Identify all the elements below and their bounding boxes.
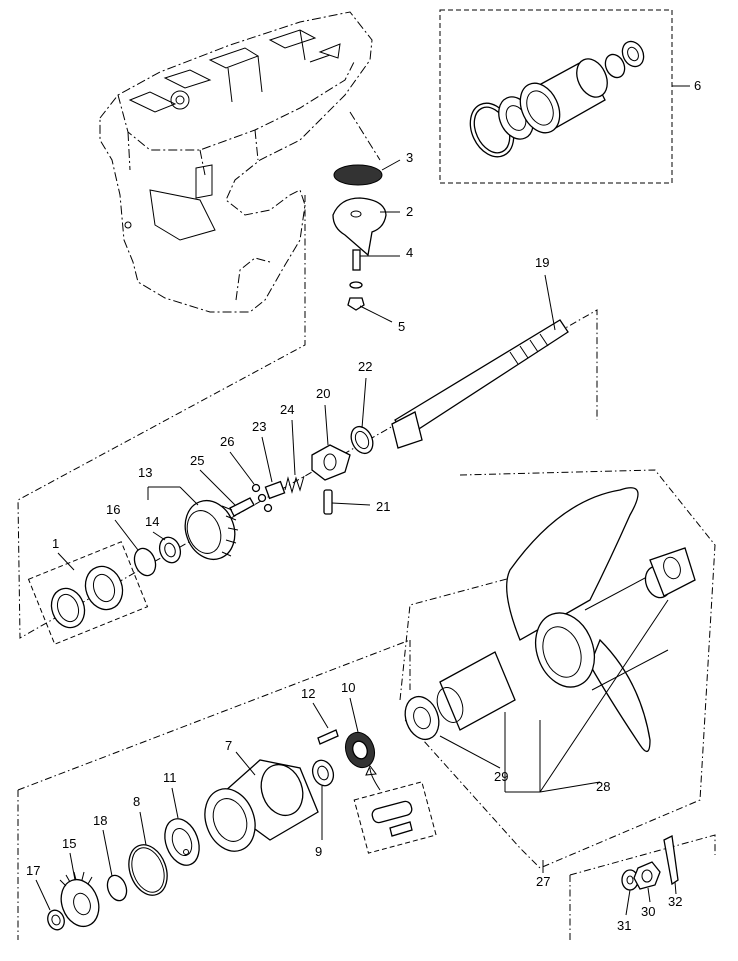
shaft-group-frame xyxy=(17,195,598,639)
part-hub-spline xyxy=(644,547,696,599)
part-1-tapered-bearing xyxy=(27,541,149,645)
part-22-bushing xyxy=(350,377,374,455)
callout-32: 32 xyxy=(668,894,682,909)
part-24-spring xyxy=(284,419,305,494)
part-7-bearing-carrier xyxy=(204,751,319,852)
callout-4: 4 xyxy=(406,245,413,260)
callout-27: 27 xyxy=(536,874,550,889)
part-31-washer xyxy=(621,869,639,916)
part-32-cotter-pin xyxy=(663,835,679,895)
callout-8: 8 xyxy=(133,794,140,809)
part-19-propeller-shaft xyxy=(391,274,569,449)
install-detail-box xyxy=(353,765,437,854)
callout-24: 24 xyxy=(280,402,294,417)
callout-26: 26 xyxy=(220,434,234,449)
part-5-washer-nut xyxy=(347,281,393,323)
part-18-shim xyxy=(102,829,128,902)
callout-6: 6 xyxy=(694,78,701,93)
callout-5: 5 xyxy=(398,319,405,334)
callout-29: 29 xyxy=(494,769,508,784)
callout-10: 10 xyxy=(341,680,355,695)
callout-7: 7 xyxy=(225,738,232,753)
part-10-seal xyxy=(344,697,376,769)
part-9-needle-bearing xyxy=(311,759,335,840)
part-8-o-ring xyxy=(128,811,168,896)
callout-16: 16 xyxy=(106,502,120,517)
callout-1: 1 xyxy=(52,536,59,551)
part-28-propeller xyxy=(506,487,669,793)
gearcase-housing xyxy=(99,11,381,313)
part-4-stud xyxy=(352,249,400,271)
part-14-bearing xyxy=(152,531,182,564)
part-23-slide xyxy=(261,436,286,500)
callout-31: 31 xyxy=(617,918,631,933)
callout-30: 30 xyxy=(641,904,655,919)
part-3-screen xyxy=(333,159,401,186)
part-13-forward-gear xyxy=(147,486,239,561)
callout-17: 17 xyxy=(26,863,40,878)
callout-21: 21 xyxy=(376,499,390,514)
carrier-group-frame xyxy=(17,639,411,940)
nut-group-frame xyxy=(569,834,716,940)
callout-2: 2 xyxy=(406,204,413,219)
callout-22: 22 xyxy=(358,359,372,374)
part-15-reverse-gear xyxy=(59,852,100,928)
part-30-nut xyxy=(633,861,661,903)
propeller-label-lines xyxy=(504,599,669,873)
part-2-insert xyxy=(332,197,400,257)
propeller-group-frame xyxy=(399,469,716,869)
callout-11: 11 xyxy=(163,770,177,785)
part-16-shim xyxy=(114,519,157,577)
part-20-clutch-dog xyxy=(311,404,351,481)
part-21-pin xyxy=(323,489,371,515)
part-25-follower xyxy=(199,469,255,517)
callout-25: 25 xyxy=(190,453,204,468)
callout-13: 13 xyxy=(138,465,152,480)
part-12-bolt xyxy=(312,702,339,745)
assembly-6-box xyxy=(439,9,690,184)
callout-23: 23 xyxy=(252,419,266,434)
callout-labels: 1 2 3 4 5 6 7 8 9 10 11 12 13 14 15 16 1… xyxy=(26,78,701,933)
callout-18: 18 xyxy=(93,813,107,828)
callout-19: 19 xyxy=(535,255,549,270)
part-11-ball-bearing xyxy=(164,787,200,866)
callout-9: 9 xyxy=(315,844,322,859)
callout-28: 28 xyxy=(596,779,610,794)
callout-15: 15 xyxy=(62,836,76,851)
part-29-thrust-hub xyxy=(404,651,516,769)
part-26-balls xyxy=(229,451,273,513)
callout-12: 12 xyxy=(301,686,315,701)
callout-3: 3 xyxy=(406,150,413,165)
part-17-washer xyxy=(35,879,65,931)
callout-14: 14 xyxy=(145,514,159,529)
callout-20: 20 xyxy=(316,386,330,401)
